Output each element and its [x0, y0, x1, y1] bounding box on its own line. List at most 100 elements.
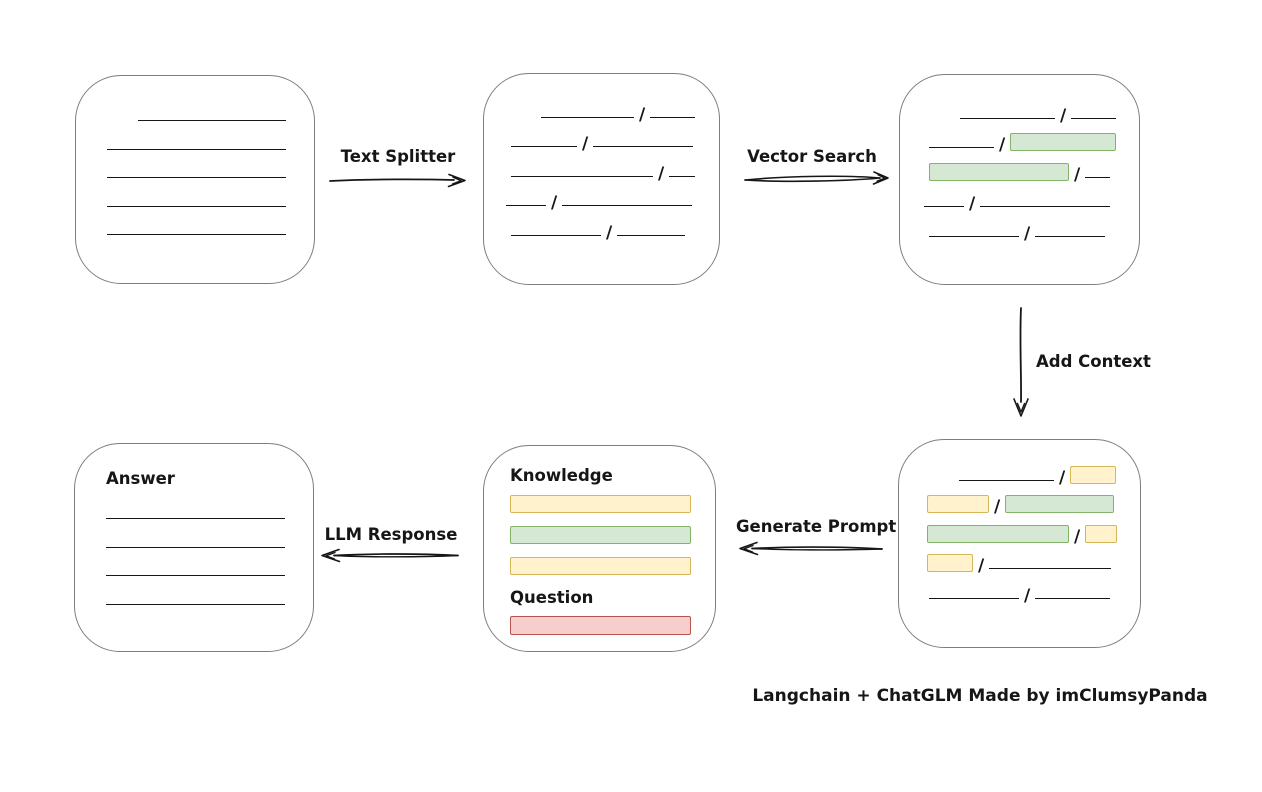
text-line — [1035, 235, 1106, 237]
answer-panel: Answer — [74, 443, 314, 652]
text-line — [593, 146, 694, 147]
knowledge-label: Knowledge — [510, 466, 613, 485]
text-line — [929, 235, 1019, 237]
text-line — [541, 116, 634, 118]
slash-separator: / — [1074, 526, 1081, 547]
text-splitter-arrow-label: Text Splitter — [340, 147, 456, 166]
text-line — [511, 146, 577, 147]
answer-label: Answer — [106, 469, 175, 488]
text-line — [650, 116, 696, 118]
chunk-row: / — [484, 150, 719, 184]
chunk-row: / — [484, 180, 719, 213]
question-bars — [510, 616, 691, 635]
text-line — [106, 546, 285, 548]
llm-response-arrow-icon — [321, 548, 459, 563]
text-line — [1071, 117, 1117, 119]
vector-search-arrow-icon — [744, 171, 889, 185]
text-line — [929, 597, 1019, 599]
chunk-row: / — [484, 121, 719, 154]
text-line — [562, 205, 693, 206]
chunk-row: / — [484, 209, 719, 243]
add-context-arrow-label: Add Context — [1036, 352, 1151, 371]
slash-separator: / — [1024, 223, 1031, 244]
slash-separator: / — [969, 194, 976, 214]
generate-prompt-arrow-label: Generate Prompt — [736, 517, 897, 536]
text-line — [924, 206, 964, 207]
prompt-panel: Knowledge Question — [483, 445, 716, 652]
text-line — [106, 575, 285, 577]
text-line — [138, 120, 286, 121]
chunk-row: / — [900, 92, 1139, 126]
yellow-bar — [510, 557, 691, 575]
add-context-arrow-icon — [1013, 307, 1029, 417]
yellow-bar — [510, 495, 691, 513]
slash-separator: / — [978, 556, 985, 576]
text-line — [511, 234, 601, 236]
text-line — [989, 568, 1112, 569]
text-line — [107, 177, 286, 179]
yellow-highlight-chunk — [927, 495, 989, 513]
chunk-rows: / / / / / — [484, 74, 719, 243]
text-line — [929, 147, 994, 148]
text-line — [1085, 176, 1111, 178]
answer-text-lines — [75, 518, 313, 605]
slash-separator: / — [1059, 467, 1066, 488]
source-document-panel — [75, 75, 315, 284]
chunk-row: / — [899, 543, 1140, 576]
text-line — [617, 234, 686, 236]
text-line — [506, 205, 546, 206]
slash-separator: / — [658, 163, 665, 184]
text-splitter-arrow-icon — [329, 173, 466, 188]
chunk-row: / — [899, 513, 1140, 547]
green-highlight-chunk — [929, 162, 1069, 181]
vector-search-arrow-label: Vector Search — [747, 147, 877, 166]
llm-response-arrow-label: LLM Response — [324, 525, 458, 544]
vector-result-rows: / / / / / — [900, 75, 1139, 244]
green-highlight-chunk — [927, 524, 1069, 543]
text-line — [980, 206, 1111, 207]
text-line — [959, 479, 1054, 481]
text-line — [511, 175, 653, 177]
slash-separator: / — [1060, 105, 1067, 126]
text-line — [107, 205, 286, 207]
text-line — [1035, 597, 1111, 599]
context-panel: / / / / / — [898, 439, 1141, 648]
slash-separator: / — [1074, 164, 1081, 185]
yellow-highlight-chunk — [1070, 465, 1117, 484]
text-line — [960, 117, 1055, 119]
slash-separator: / — [999, 135, 1006, 155]
question-label: Question — [510, 588, 594, 607]
slash-separator: / — [582, 134, 589, 154]
text-line — [107, 234, 286, 236]
footer-credit: Langchain + ChatGLM Made by imClumsyPand… — [752, 686, 1208, 706]
text-line — [669, 175, 696, 177]
green-bar — [510, 526, 691, 544]
context-rows: / / / / / — [899, 440, 1140, 606]
split-chunks-panel: / / / / / — [483, 73, 720, 285]
chunk-row: / — [484, 91, 719, 125]
slash-separator: / — [1024, 585, 1031, 606]
chunk-row: / — [900, 181, 1139, 214]
generate-prompt-arrow-icon — [739, 541, 883, 556]
vector-results-panel: / / / / / — [899, 74, 1140, 285]
chunk-row: / — [900, 122, 1139, 155]
slash-separator: / — [994, 497, 1001, 517]
chunk-row: / — [899, 572, 1140, 606]
text-line — [106, 603, 285, 605]
slash-separator: / — [606, 222, 613, 243]
document-text-lines — [76, 76, 314, 236]
chunk-row: / — [900, 151, 1139, 185]
slash-separator: / — [551, 193, 558, 213]
green-highlight-chunk — [1005, 495, 1115, 513]
yellow-highlight-chunk — [927, 554, 973, 572]
chunk-row: / — [900, 210, 1139, 244]
yellow-highlight-chunk — [1085, 524, 1118, 543]
chunk-row: / — [899, 454, 1140, 488]
knowledge-bars — [510, 495, 691, 575]
chunk-row: / — [899, 484, 1140, 517]
red-bar — [510, 616, 691, 635]
slash-separator: / — [639, 104, 646, 125]
green-highlight-chunk — [1010, 133, 1117, 151]
text-line — [107, 148, 286, 150]
text-line — [106, 518, 285, 519]
